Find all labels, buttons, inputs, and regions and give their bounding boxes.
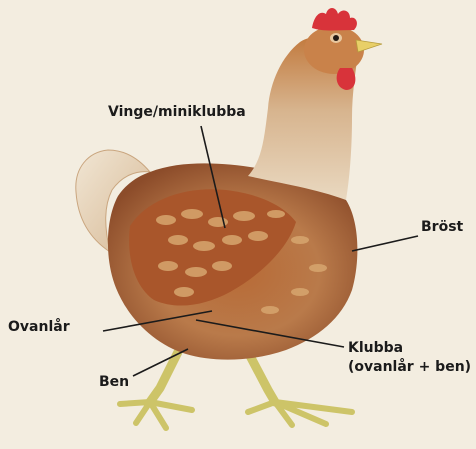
label-thigh: Ovanlår bbox=[8, 318, 70, 336]
label-drumstick: Klubba bbox=[348, 339, 403, 357]
label-breast: Bröst bbox=[421, 218, 463, 236]
legs bbox=[120, 352, 352, 428]
eye-pupil bbox=[333, 35, 339, 41]
chicken-head bbox=[304, 26, 364, 74]
label-wing: Vinge/miniklubba bbox=[108, 103, 246, 121]
breast-leader-line bbox=[352, 236, 418, 251]
comb bbox=[312, 8, 357, 31]
label-leg: Ben bbox=[99, 373, 129, 391]
leg-leader-line bbox=[133, 349, 188, 376]
beak bbox=[356, 40, 382, 52]
label-drumstick-detail: (ovanlår + ben) bbox=[348, 358, 471, 376]
